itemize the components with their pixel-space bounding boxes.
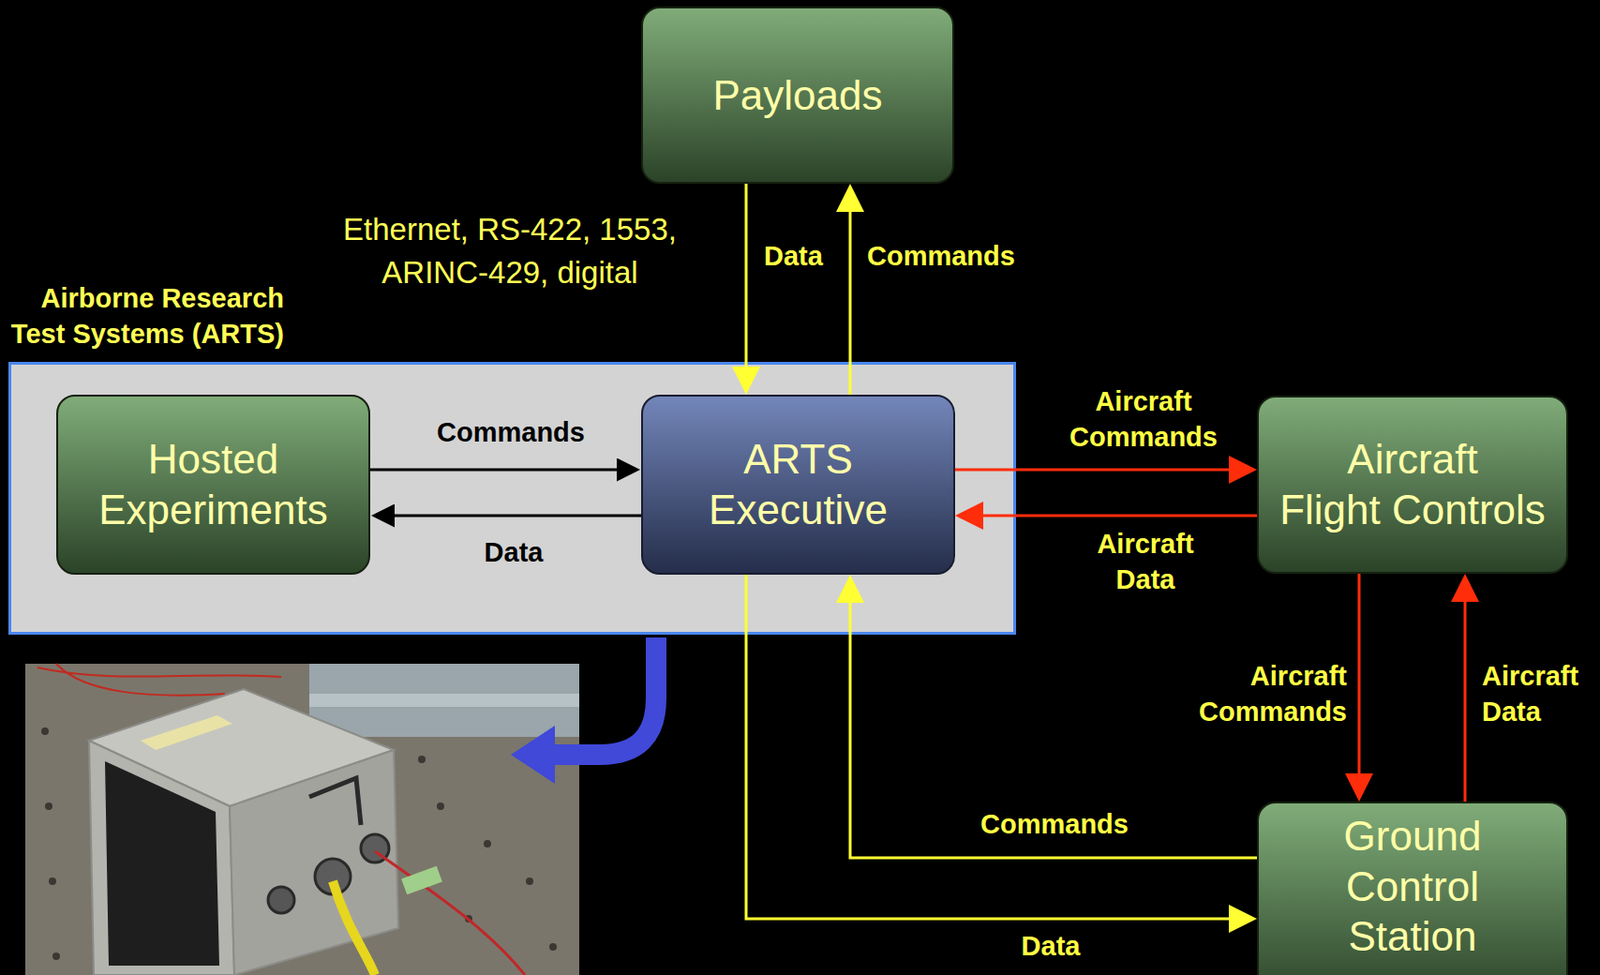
signal-arrow bbox=[850, 580, 1257, 858]
tape bbox=[401, 866, 443, 896]
edge-label: Data bbox=[761, 239, 826, 275]
signal-arrow bbox=[960, 514, 1257, 518]
signal-arrow bbox=[1464, 579, 1467, 802]
edge-label: Commands bbox=[864, 239, 1018, 275]
ground-station-box: Ground Control Station bbox=[1256, 801, 1569, 975]
table-hole bbox=[525, 877, 534, 885]
bus-note: Ethernet, RS-422, 1553, ARINC-429, digit… bbox=[343, 208, 677, 294]
signal-arrow bbox=[745, 183, 748, 389]
photo-backdrop bbox=[25, 663, 580, 975]
executive-box: ARTS Executive bbox=[641, 394, 956, 575]
panel-heading: Airborne Research Test Systems (ARTS) bbox=[11, 281, 285, 352]
table-hole bbox=[436, 802, 445, 810]
edge-label: Aircraft Data bbox=[1093, 526, 1197, 598]
device-side bbox=[229, 749, 399, 975]
signal-arrow bbox=[955, 468, 1252, 472]
edge-label: Aircraft Data bbox=[1479, 658, 1582, 730]
device-handle bbox=[309, 777, 361, 825]
edge-label: Commands bbox=[977, 807, 1132, 843]
table-hole bbox=[41, 727, 49, 735]
arts-panel: Hosted ExperimentsARTS ExecutiveAirborne… bbox=[8, 361, 1017, 635]
table-hole bbox=[52, 952, 60, 960]
table-hole bbox=[483, 839, 492, 848]
edge-label: Data bbox=[481, 535, 547, 571]
red-wire bbox=[374, 851, 525, 975]
signal-arrow bbox=[370, 468, 636, 472]
device-connector bbox=[268, 886, 295, 913]
node-label: ARTS Executive bbox=[708, 433, 888, 535]
yellow-cable bbox=[332, 881, 375, 975]
node-label: Hosted Experiments bbox=[98, 433, 329, 535]
device-screen bbox=[104, 761, 220, 966]
flight-controls-box: Aircraft Flight Controls bbox=[1256, 395, 1569, 574]
edge-label: Data bbox=[1018, 928, 1084, 965]
photo-wire bbox=[37, 667, 282, 677]
photo-wire bbox=[56, 663, 225, 696]
table-hole bbox=[44, 802, 53, 810]
edge-label: Commands bbox=[433, 415, 588, 451]
callout-arrowhead bbox=[510, 725, 555, 784]
table-hole bbox=[48, 877, 57, 885]
photo-wall-stripe bbox=[309, 693, 580, 707]
payloads-box: Payloads bbox=[641, 6, 955, 184]
signal-arrow bbox=[849, 189, 853, 395]
photo-wall bbox=[309, 663, 580, 737]
signal-arrow bbox=[746, 574, 1252, 919]
signal-arrow bbox=[375, 514, 642, 518]
table-hole bbox=[418, 755, 426, 763]
edge-label: Aircraft Commands bbox=[1066, 384, 1221, 455]
experiments-box: Hosted Experiments bbox=[56, 394, 371, 575]
table-hole bbox=[549, 942, 557, 951]
node-label: Payloads bbox=[712, 70, 883, 121]
signal-arrow bbox=[1358, 573, 1361, 796]
node-label: Aircraft Flight Controls bbox=[1279, 433, 1546, 535]
heading-holder: Airborne Research Test Systems (ARTS) bbox=[11, 281, 285, 352]
device-front bbox=[89, 740, 235, 975]
device-sticker bbox=[140, 715, 233, 750]
callout-arrow bbox=[551, 637, 657, 755]
node-label: Ground Control Station bbox=[1344, 810, 1482, 962]
edge-label: Aircraft Commands bbox=[1196, 658, 1350, 730]
